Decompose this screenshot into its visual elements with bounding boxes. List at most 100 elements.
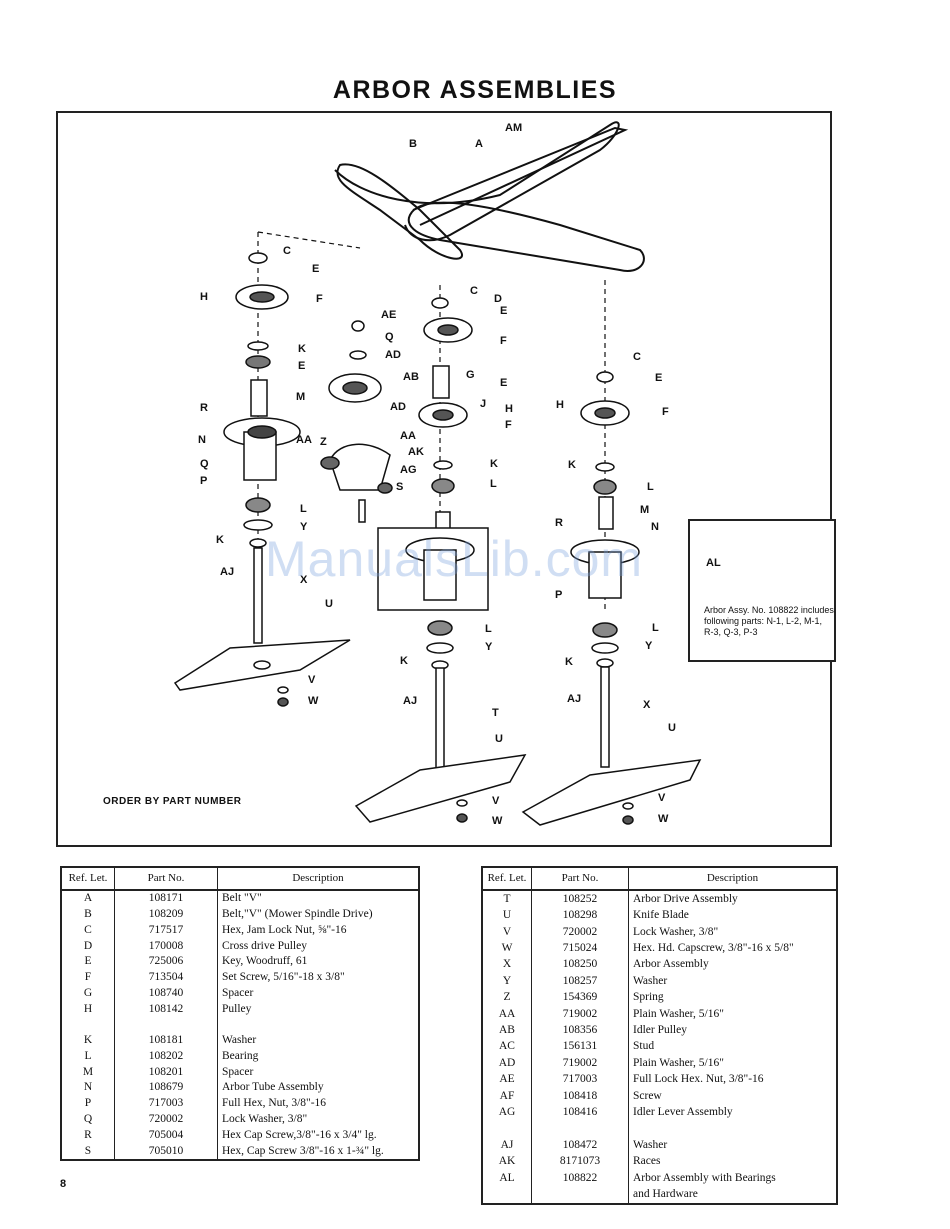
callout-u: U (325, 598, 333, 610)
callout-y3: Y (485, 641, 493, 653)
header-description: Description (628, 867, 837, 891)
part-number-cell: 170008 (114, 938, 218, 955)
part-number-cell: 108356 (531, 1022, 629, 1039)
part-number-cell: 719002 (531, 1055, 629, 1072)
callout-ae: AE (381, 309, 396, 321)
ref-cell (482, 1121, 532, 1137)
callout-k5: K (565, 656, 573, 668)
inset-box: AL Arbor Assy. No. 108822 includes follo… (688, 519, 836, 662)
ref-cell: AK (498, 1155, 516, 1168)
belt-am (407, 201, 645, 272)
ref-cell: AD (498, 1056, 516, 1069)
description-cell: Knife Blade (628, 907, 837, 924)
watermark: ManualsLib.com (265, 531, 644, 587)
belt-b (336, 163, 463, 260)
callout-v3: V (492, 795, 500, 807)
callout-h: H (200, 291, 208, 303)
description-cell: Screw (628, 1087, 837, 1105)
part-number-cell: 705004 (114, 1127, 218, 1144)
ref-cell: AE (499, 1073, 515, 1086)
callout-ag: AG (400, 464, 417, 476)
page-title: ARBOR ASSEMBLIES (332, 76, 618, 104)
exploded-parts-diagram: B A AM C E H F C D AE E Q F AD K E AB G … (173, 121, 795, 827)
callout-u3: U (495, 733, 503, 745)
part-number-cell: 717003 (114, 1095, 218, 1112)
callout-l2: L (490, 478, 497, 490)
part-number-cell: 725006 (114, 954, 218, 970)
callout-f3: F (505, 419, 512, 431)
callout-q2: Q (200, 458, 209, 470)
part-number-cell: 108181 (114, 1032, 218, 1049)
part-number-cell: 108142 (114, 1001, 218, 1018)
callout-e5: E (655, 372, 662, 384)
ref-cell: AC (499, 1040, 515, 1053)
description-cell: Belt,"V" (Mower Spindle Drive) (217, 906, 419, 923)
part-number-cell: 108472 (531, 1137, 629, 1154)
callout-r2: R (555, 517, 563, 529)
ref-cell: H (83, 1002, 93, 1015)
ref-cell: AB (499, 1024, 515, 1037)
table-row (482, 1120, 837, 1138)
callout-aj2: AJ (567, 693, 581, 705)
description-cell (217, 1017, 419, 1033)
ref-cell: AJ (500, 1138, 514, 1151)
description-cell: Idler Pulley (628, 1022, 837, 1039)
description-cell: Full Hex, Nut, 3/8"-16 (217, 1095, 419, 1112)
callout-h3: H (556, 399, 564, 411)
part-number-cell: 108171 (114, 890, 218, 907)
description-cell: Spacer (217, 1064, 419, 1081)
callout-z: Z (320, 436, 327, 448)
description-cell: Arbor Drive Assembly (628, 890, 837, 908)
description-cell: Hex, Jam Lock Nut, ⅝"-16 (217, 922, 419, 939)
callout-e4: E (500, 377, 507, 389)
callout-a: A (475, 138, 483, 150)
ref-cell: P (84, 1097, 92, 1110)
callout-l3: L (647, 481, 654, 493)
description-cell: Idler Lever Assembly (628, 1104, 837, 1121)
ref-cell: A (83, 892, 93, 905)
callout-e3: E (298, 360, 305, 372)
header-part: Part No. (114, 867, 218, 891)
callout-f4: F (662, 406, 669, 418)
part-number-cell: 156131 (531, 1038, 629, 1056)
ref-cell: AF (499, 1089, 515, 1102)
callout-h2: H (505, 403, 513, 415)
ref-cell: W (501, 942, 513, 955)
callout-g: G (466, 369, 475, 381)
part-number-cell: 108257 (531, 973, 629, 990)
description-cell: Hex Cap Screw,3/8"-16 x 3/4" lg. (217, 1127, 419, 1144)
ref-cell: T (503, 892, 511, 905)
callout-n2: N (651, 521, 659, 533)
description-cell: Lock Washer, 3/8" (217, 1111, 419, 1128)
callout-v2: V (658, 792, 666, 804)
part-number-cell: 713504 (114, 969, 218, 986)
callout-aa: AA (296, 434, 312, 446)
description-cell: Washer (628, 973, 837, 990)
part-number-cell (114, 1017, 218, 1033)
description-cell: Full Lock Hex. Nut, 3/8"-16 (628, 1071, 837, 1088)
ref-cell: M (82, 1065, 94, 1078)
ref-cell: Z (503, 991, 511, 1004)
callout-x2: X (643, 699, 651, 711)
part-number-cell: 715024 (531, 940, 629, 957)
callout-c: C (283, 245, 291, 257)
description-cell: Stud (628, 1038, 837, 1056)
callout-labels: B A AM C E H F C D AE E Q F AD K E AB G … (198, 122, 676, 827)
order-note: ORDER BY PART NUMBER (103, 796, 242, 807)
callout-e: E (312, 263, 319, 275)
part-number-cell: 720002 (531, 923, 629, 941)
part-number-cell: 705010 (114, 1143, 218, 1160)
